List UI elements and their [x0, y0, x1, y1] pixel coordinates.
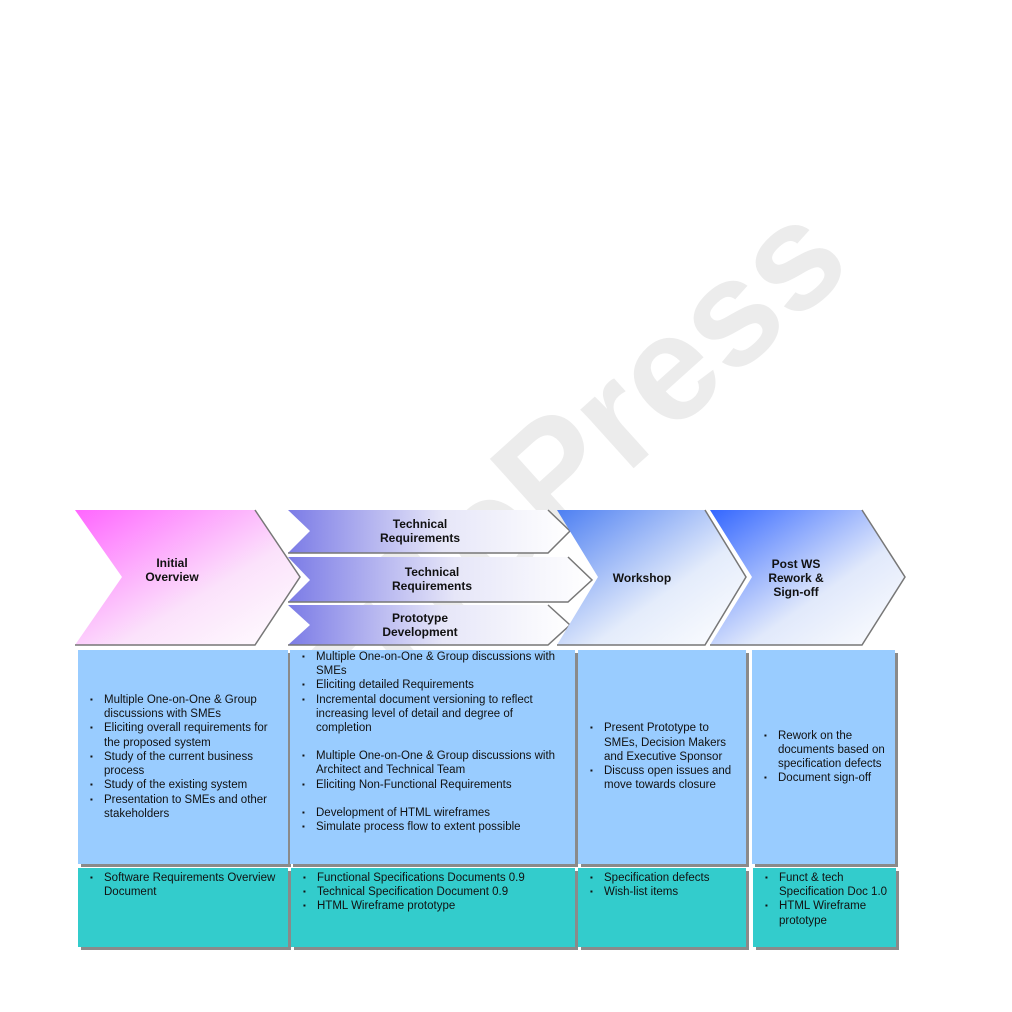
list-item: Present Prototype to SMEs, Decision Make… — [586, 721, 740, 764]
list-item: Multiple One-on-One & Group discussions … — [298, 749, 569, 777]
list-item: Multiple One-on-One & Group discussions … — [298, 650, 569, 678]
list-item: Funct & tech Specification Doc 1.0 — [761, 871, 890, 899]
list-item: Rework on the documents based on specifi… — [760, 729, 889, 772]
deliverables-post-ws: Funct & tech Specification Doc 1.0 HTML … — [753, 868, 896, 947]
svg-text:Workshop: Workshop — [613, 571, 671, 585]
deliverables-initial-overview: Software Requirements Overview Document — [78, 868, 288, 947]
list-item: Simulate process flow to extent possible — [298, 820, 569, 834]
activities-workshop: Present Prototype to SMEs, Decision Make… — [578, 650, 746, 864]
list-item: Eliciting overall requirements for the p… — [86, 721, 282, 749]
list-item: Document sign-off — [760, 771, 889, 785]
list-item: Functional Specifications Documents 0.9 — [299, 871, 569, 885]
list-item: Presentation to SMEs and other stakehold… — [86, 793, 282, 821]
chevron-workshop: Workshop — [557, 509, 747, 646]
list-item: Incremental document versioning to refle… — [298, 693, 569, 736]
list-item: Study of the current business process — [86, 750, 282, 778]
list-item: Multiple One-on-One & Group discussions … — [86, 693, 282, 721]
list-item: Specification defects — [586, 871, 740, 885]
deliverables-requirements-prototype: Functional Specifications Documents 0.9 … — [291, 868, 575, 947]
activities-post-ws: Rework on the documents based on specifi… — [752, 650, 895, 864]
list-item: Eliciting detailed Requirements — [298, 678, 569, 692]
list-item: Discuss open issues and move towards clo… — [586, 764, 740, 792]
activities-initial-overview: Multiple One-on-One & Group discussions … — [78, 650, 288, 864]
list-item: Wish-list items — [586, 885, 740, 899]
deliverables-workshop: Specification defects Wish-list items — [578, 868, 746, 947]
activities-requirements-prototype: Multiple One-on-One & Group discussions … — [290, 650, 575, 864]
list-item: HTML Wireframe prototype — [299, 899, 569, 913]
list-item: HTML Wireframe prototype — [761, 899, 890, 927]
list-item: Eliciting Non-Functional Requirements — [298, 778, 569, 792]
list-item: Software Requirements Overview Document — [86, 871, 282, 899]
list-item: Technical Specification Document 0.9 — [299, 885, 569, 899]
list-item: Development of HTML wireframes — [298, 806, 569, 820]
list-item: Study of the existing system — [86, 778, 282, 792]
